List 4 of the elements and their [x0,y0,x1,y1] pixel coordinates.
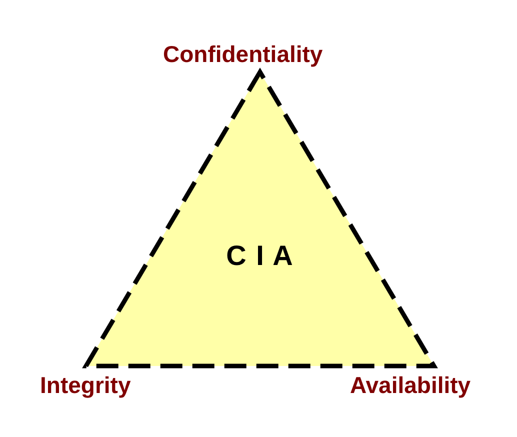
vertex-label: Confidentiality [163,41,323,67]
vertex-label: Availability [350,372,471,398]
triangle-label: C I A [226,240,294,272]
vertex-label: Integrity [40,372,131,398]
